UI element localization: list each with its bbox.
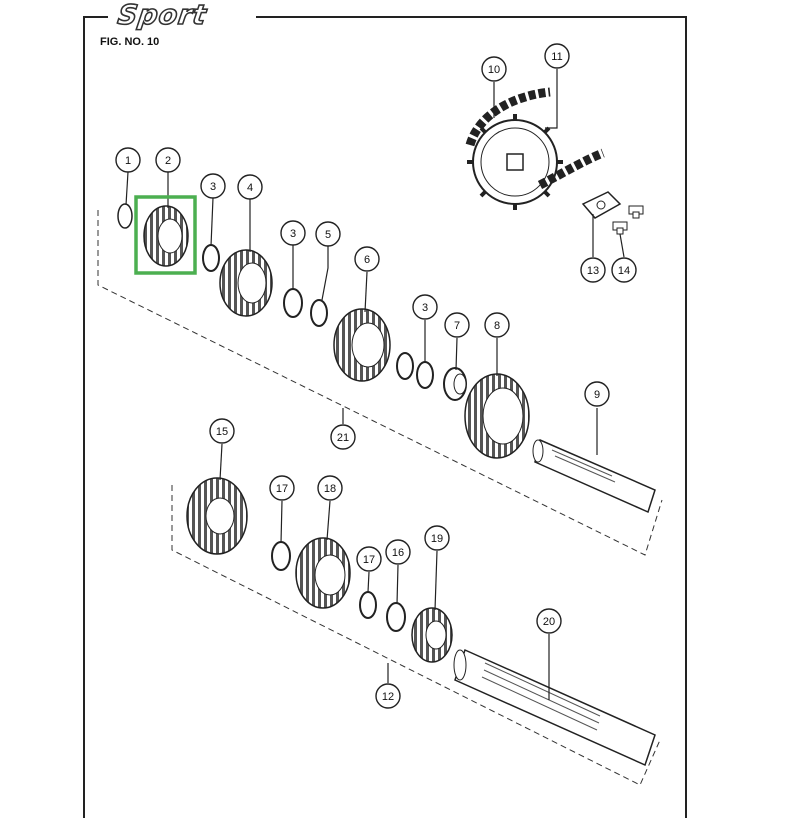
callout-9: 9 [594,389,600,401]
washer-3a [202,244,220,272]
callout-14: 14 [618,265,630,277]
callout-6: 6 [364,254,370,266]
callout-3b: 3 [290,228,296,240]
circlip-3c [396,352,414,380]
callout-3a: 3 [210,181,216,193]
callout-20: 20 [543,616,555,628]
gear-18 [295,537,351,609]
callout-17a: 17 [276,483,288,495]
callout-17b: 17 [363,554,375,566]
callout-10: 10 [488,64,500,76]
figure-label: FIG. NO. 10 [100,36,160,48]
circlip-17a [271,541,291,571]
exploded-view: 1 2 3 4 3 5 6 3 7 8 9 10 11 13 14 21 15 … [97,43,663,786]
selected-part-highlight[interactable] [134,195,197,275]
callout-1: 1 [125,155,131,167]
callout-7: 7 [454,320,460,332]
gear-2 [143,205,189,267]
shaft-9 [532,438,656,514]
drive-chain-lower [537,148,605,189]
parts-diagram: Sport FIG. NO. 10 [83,0,687,818]
callout-5: 5 [325,229,331,241]
gear-19 [411,607,453,663]
gear-8 [464,373,530,459]
callout-12: 12 [382,691,394,703]
washer-3b [283,288,303,318]
group-outline-upper [97,210,663,556]
diagram-frame [83,16,687,818]
callout-19: 19 [431,533,443,545]
group-outline-lower [171,485,661,786]
callout-16: 16 [392,547,404,559]
callout-15: 15 [216,426,228,438]
lock-plate [581,191,622,219]
bearing-7 [443,367,467,401]
washer-16 [386,602,406,632]
callout-18: 18 [324,483,336,495]
callout-8: 8 [494,320,500,332]
drive-chain [465,87,551,147]
callout-21: 21 [337,432,349,444]
thrust-washer [117,203,133,229]
callout-11: 11 [551,51,562,63]
gear-6 [333,308,391,382]
shaft-20 [453,648,656,767]
bolt-upper [628,205,644,219]
leader-lines [125,69,625,700]
washer-3c [416,361,434,389]
callout-2: 2 [165,155,171,167]
circlip-17b [359,591,377,619]
gear-15 [186,477,248,555]
callout-3c: 3 [422,302,428,314]
brand-backdrop [108,2,256,34]
bolt-lower [612,221,628,235]
drive-sprocket [467,114,563,210]
callout-13: 13 [587,265,599,277]
circlip-5 [310,299,328,327]
callout-4: 4 [247,182,253,194]
gear-4 [219,249,273,317]
